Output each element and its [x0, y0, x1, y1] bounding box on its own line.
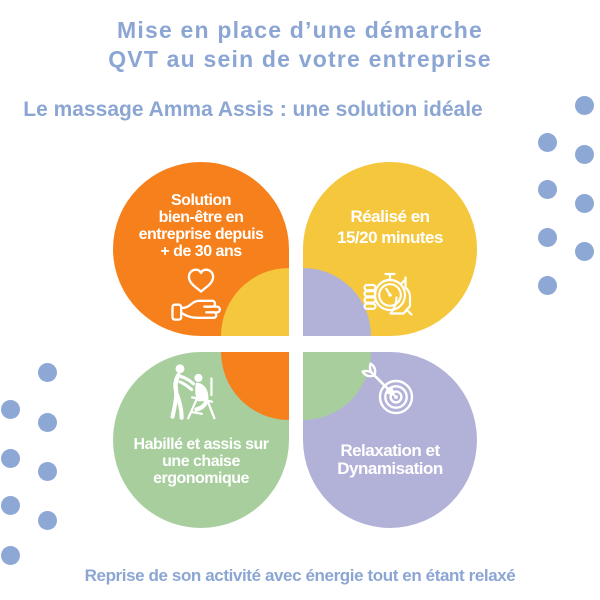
card-solution-text: Solution bien-être en entreprise depuis … — [138, 192, 264, 260]
dart-on-target-icon — [361, 362, 414, 415]
decor-dot — [575, 194, 594, 213]
card-duree-seance: Réalisé en 15/20 minutes — [303, 162, 477, 336]
card-chaise-text: Habillé et assis sur une chaise ergonomi… — [133, 436, 269, 487]
decor-dot — [38, 363, 57, 382]
page-subtitle: Le massage Amma Assis : une solution idé… — [23, 98, 483, 121]
card-relaxation-text: Relaxation et Dynamisation — [337, 441, 443, 478]
card-relaxation-dynamisation: Relaxation et Dynamisation — [303, 352, 477, 528]
corner-accent — [221, 352, 289, 420]
decor-dot — [538, 180, 557, 199]
card-solution-anciennete: Solution bien-être en entreprise depuis … — [113, 162, 289, 336]
decor-dot — [1, 400, 20, 419]
page-title-line1: Mise en place d’une démarche — [117, 17, 483, 43]
page-title-line2: QVT au sein de votre entreprise — [108, 46, 492, 72]
chair-massage-icon — [170, 364, 216, 420]
stopwatch-in-hand-icon — [363, 272, 413, 316]
hand-holding-heart-icon — [171, 268, 222, 321]
decor-dot — [538, 276, 557, 295]
decor-dot — [38, 413, 57, 432]
decor-dot — [1, 449, 20, 468]
decor-dot — [575, 242, 594, 261]
decor-dot — [575, 145, 594, 164]
decor-dot — [38, 462, 57, 481]
decor-dot — [38, 511, 57, 530]
card-duree-text: Réalisé en 15/20 minutes — [337, 207, 443, 247]
page-title: Mise en place d’une démarche QVT au sein… — [0, 16, 600, 74]
decor-dot — [538, 228, 557, 247]
decor-dot — [575, 96, 594, 115]
corner-accent — [303, 268, 371, 336]
decor-dot — [538, 133, 557, 152]
card-chaise-ergonomique: Habillé et assis sur une chaise ergonomi… — [113, 352, 289, 528]
footer-text: Reprise de son activité avec énergie tou… — [84, 566, 516, 585]
decor-dot — [1, 546, 20, 565]
decor-dot — [1, 496, 20, 515]
